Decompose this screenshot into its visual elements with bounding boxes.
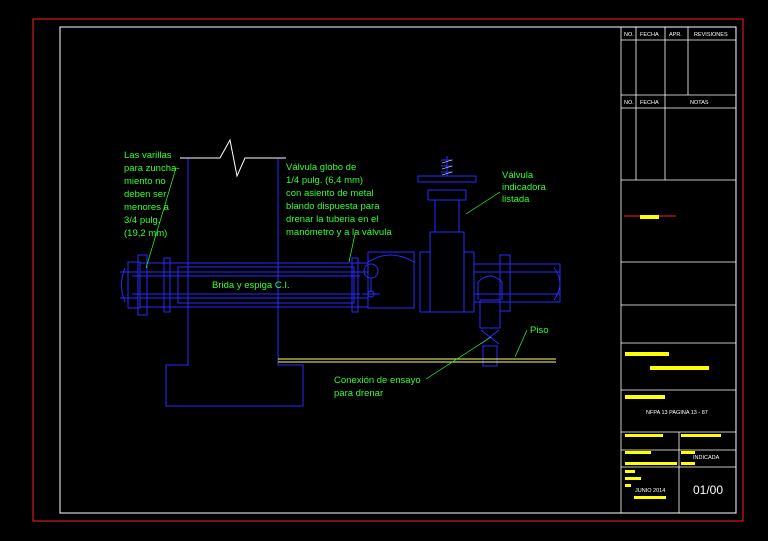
leader-lines: [145, 167, 528, 380]
piping-drawing: [120, 156, 561, 407]
svg-text:para zuncha-: para zuncha-: [124, 163, 179, 174]
rev-appr-header: APR.: [669, 32, 682, 38]
label-indicator-valve: Válvula indicadora listada: [502, 170, 547, 205]
label-flange: Brida y espiga C.I.: [212, 280, 290, 291]
left-flange: [137, 254, 148, 316]
rev-no-header: NO.: [624, 32, 634, 38]
svg-text:blando dispuesta para: blando dispuesta para: [286, 201, 380, 212]
indicator-valve-body: [429, 231, 465, 313]
svg-text:drenar la tuberia en el: drenar la tuberia en el: [286, 214, 378, 225]
svg-text:menores a: menores a: [124, 202, 170, 213]
title-block-placeholders: [624, 215, 721, 499]
rev-date-header: FECHA: [640, 32, 659, 38]
break-line: [180, 138, 286, 178]
floor-line: [278, 358, 556, 363]
sheet-border: [32, 18, 744, 522]
drain-riser: [477, 275, 503, 300]
right-pipe: [473, 263, 561, 303]
foundation-wall: [165, 158, 304, 407]
drawing-frame: [59, 26, 737, 514]
notes-no-header: NO.: [624, 100, 634, 106]
svg-text:deben ser: deben ser: [124, 189, 166, 200]
svg-text:para drenar: para drenar: [334, 388, 383, 399]
svg-text:indicadora: indicadora: [502, 182, 547, 193]
label-floor: Piso: [530, 325, 548, 336]
title-block: [620, 27, 736, 513]
date-value: JUNIO 2014: [635, 488, 665, 494]
svg-text:(19,2 mm): (19,2 mm): [124, 228, 167, 239]
svg-text:1/4 pulg. (6,4 mm): 1/4 pulg. (6,4 mm): [286, 175, 363, 186]
scale-value: INDICADA: [693, 455, 720, 461]
notes-header: NOTAS: [690, 100, 709, 106]
label-rods: Las varillas para zuncha- miento no debe…: [124, 150, 179, 239]
svg-text:con asiento de metal: con asiento de metal: [286, 188, 374, 199]
svg-text:miento no: miento no: [124, 176, 166, 187]
label-globe-valve: Válvula globo de 1/4 pulg. (6,4 mm) con …: [286, 162, 392, 238]
svg-text:Válvula globo de: Válvula globo de: [286, 162, 356, 173]
valve-hatches: [441, 159, 453, 176]
svg-text:listada: listada: [502, 194, 530, 205]
svg-text:manómetro y a la válvula: manómetro y a la válvula: [286, 227, 392, 238]
svg-text:Las varillas: Las varillas: [124, 150, 172, 161]
sheet-number: 01/00: [693, 483, 723, 497]
pressure-gauge: [363, 263, 379, 279]
svg-text:3/4 pulg.: 3/4 pulg.: [124, 215, 160, 226]
svg-text:Válvula: Válvula: [502, 170, 534, 181]
tee-fitting: [367, 251, 415, 309]
rev-revisions-header: REVISIONES: [694, 32, 728, 38]
svg-text:Conexión de ensayo: Conexión de ensayo: [334, 375, 421, 386]
project-code: NFPA 13 PAGINA 13 - 87: [646, 410, 708, 416]
label-test-connection: Conexión de ensayo para drenar: [334, 375, 421, 399]
notes-date-header: FECHA: [640, 100, 659, 106]
